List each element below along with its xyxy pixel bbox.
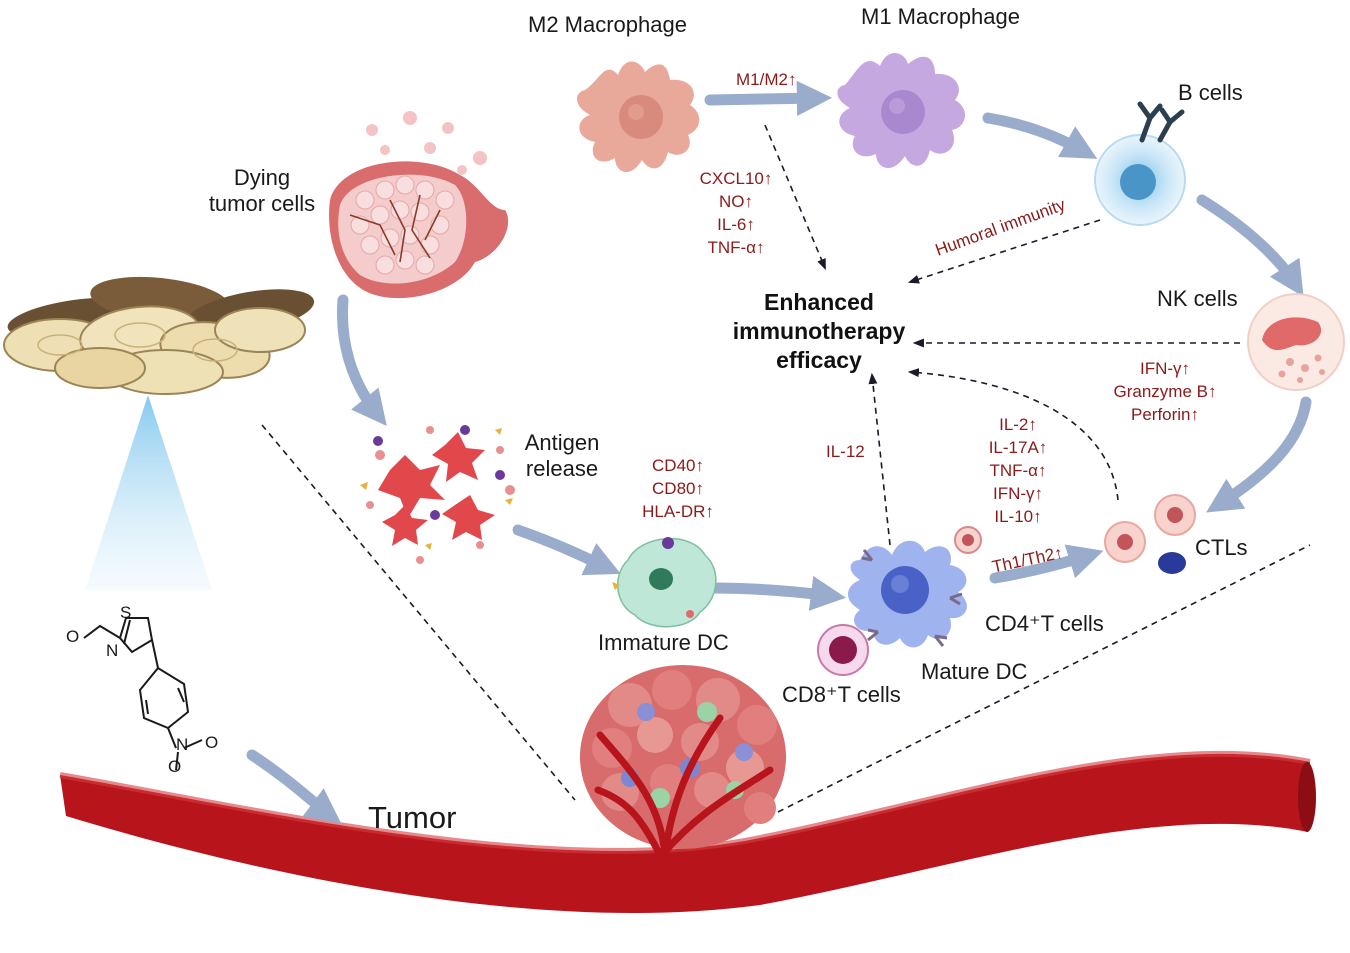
label-b-cells: B cells [1178, 80, 1243, 105]
atom-nitro-o2: O [168, 757, 182, 776]
atom-n: N [106, 641, 119, 660]
cd8-t-cell [817, 624, 869, 676]
label-tumor: Tumor [368, 800, 457, 835]
marker-il-12: IL-12 [826, 442, 865, 461]
enhanced-immunotherapy-efficacy: Enhanced immunotherapy efficacy [732, 289, 906, 373]
label-cd8-t-cells: CD8⁺T cells [782, 682, 901, 707]
immature-dc [612, 537, 717, 628]
atom-s: S [120, 603, 132, 622]
atom-o: O [66, 627, 80, 646]
antigen-release [360, 425, 515, 564]
marker-dc-maturation: CD40↑ CD80↑ HLA-DR↑ [642, 456, 714, 521]
dashed-arrows [261, 124, 1311, 813]
atom-nitro-o1: O [205, 733, 219, 752]
label-immature-dc: Immature DC [598, 630, 729, 655]
mature-dc [847, 540, 967, 648]
marker-m1-m2-ratio: M1/M2↑ [736, 70, 797, 89]
blood-vessel [60, 753, 1310, 913]
b-cell [1094, 101, 1186, 226]
marker-t-cell-cytokines: IL-2↑ IL-17A↑ TNF-α↑ IFN-γ↑ IL-10↑ [988, 415, 1048, 526]
label-cd4-t-cells: CD4⁺T cells [985, 611, 1104, 636]
label-antigen-release: Antigen release [524, 430, 600, 481]
label-m1-macrophage: M1 Macrophage [861, 4, 1020, 29]
ctl-cells [1104, 494, 1196, 574]
marker-nk-effectors: IFN-γ↑ Granzyme B↑ Perforin↑ [1113, 359, 1217, 424]
label-dying-tumor-cells: Dying tumor cells [208, 165, 316, 216]
flow-arrows [246, 80, 1312, 824]
label-mature-dc: Mature DC [921, 659, 1028, 684]
light-beam [85, 395, 212, 590]
label-nk-cells: NK cells [1157, 286, 1238, 311]
nk-cell [1247, 293, 1345, 391]
atom-nitro-n: N [176, 735, 189, 754]
m1-macrophage [837, 52, 966, 169]
m2-macrophage [576, 61, 700, 173]
herb-slices-image [3, 276, 315, 395]
chemical-structure [83, 617, 203, 771]
tumor-mass [580, 665, 786, 859]
label-m2-macrophage: M2 Macrophage [528, 12, 687, 37]
dying-tumor-cells [329, 111, 509, 299]
marker-macrophage-cytokines: CXCL10↑ NO↑ IL-6↑ TNF-α↑ [699, 169, 773, 257]
label-ctls: CTLs [1195, 535, 1248, 560]
